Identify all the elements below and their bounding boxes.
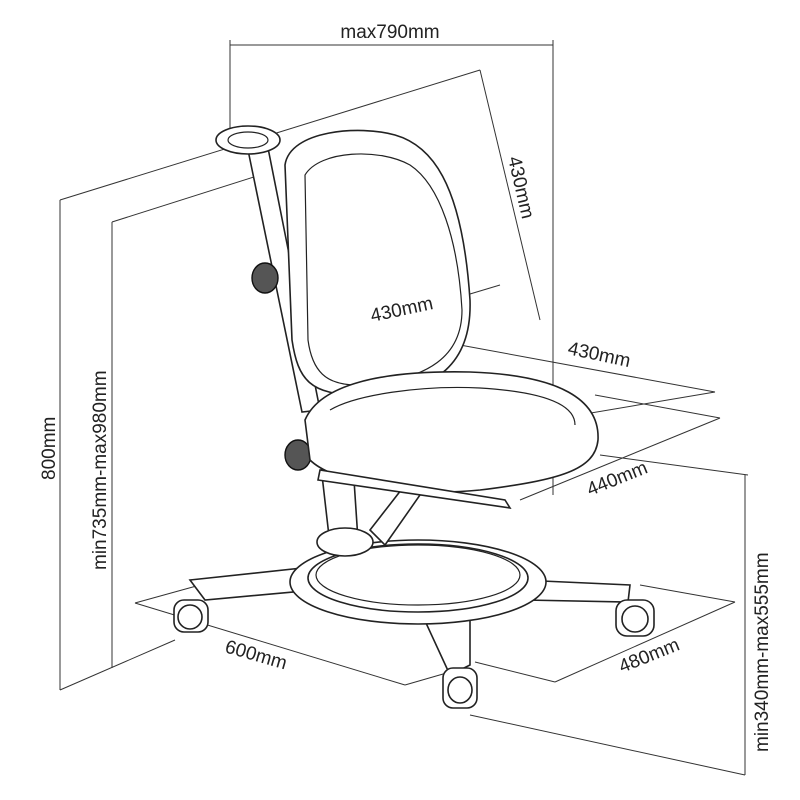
overall-height-label: 800mm bbox=[39, 417, 60, 480]
back-height-line bbox=[479, 69, 541, 321]
caster-right bbox=[615, 599, 655, 637]
bag-hook-hole bbox=[227, 131, 269, 149]
caster-right-wheel bbox=[621, 605, 649, 633]
seat-adjust-knob bbox=[284, 439, 312, 471]
seat-depth-line bbox=[519, 417, 721, 501]
base-width-label: 600mm bbox=[223, 637, 290, 675]
seat-frame bbox=[317, 469, 512, 510]
seat-height-bottom-line bbox=[469, 714, 746, 776]
max-width-label: max790mm bbox=[340, 22, 439, 43]
back-adjust-knob-icon bbox=[251, 262, 279, 294]
seat-height-range-label: min340mm-max555mm bbox=[752, 552, 773, 752]
base-depth-right-tick bbox=[639, 584, 736, 603]
seat-height-top-line bbox=[599, 454, 749, 476]
base-width-left-tick bbox=[134, 584, 201, 604]
seat-cushion-edge bbox=[329, 386, 576, 426]
seat-depth-top-line bbox=[594, 394, 721, 419]
caster-left bbox=[173, 599, 209, 633]
overall-height-bottom-line bbox=[59, 639, 176, 691]
footrest-plate bbox=[315, 544, 521, 606]
seat-adjust-knob-icon bbox=[284, 439, 312, 471]
base-depth-left-tick bbox=[474, 661, 556, 683]
backrest-outer bbox=[284, 129, 471, 396]
caster-front bbox=[442, 667, 478, 709]
base-depth-line bbox=[554, 601, 736, 683]
chair bbox=[173, 125, 655, 709]
back-adjust-knob bbox=[251, 262, 279, 294]
seat-depth-label: 440mm bbox=[584, 457, 651, 500]
backrest-inner bbox=[304, 153, 463, 386]
caster-front-wheel bbox=[447, 676, 473, 704]
base-ring-inner bbox=[307, 543, 529, 613]
back-range-label: min735mm-max980mm bbox=[90, 370, 111, 570]
seat-width-label: 430mm bbox=[566, 338, 632, 372]
seat-width-line bbox=[459, 344, 716, 393]
caster-left-wheel bbox=[177, 604, 203, 630]
back-range-top-line bbox=[111, 174, 261, 223]
base-width-right-tick bbox=[404, 671, 451, 686]
base-depth-label: 480mm bbox=[616, 634, 683, 677]
gas-column-base bbox=[316, 527, 374, 557]
bag-hook-ring bbox=[215, 125, 281, 155]
